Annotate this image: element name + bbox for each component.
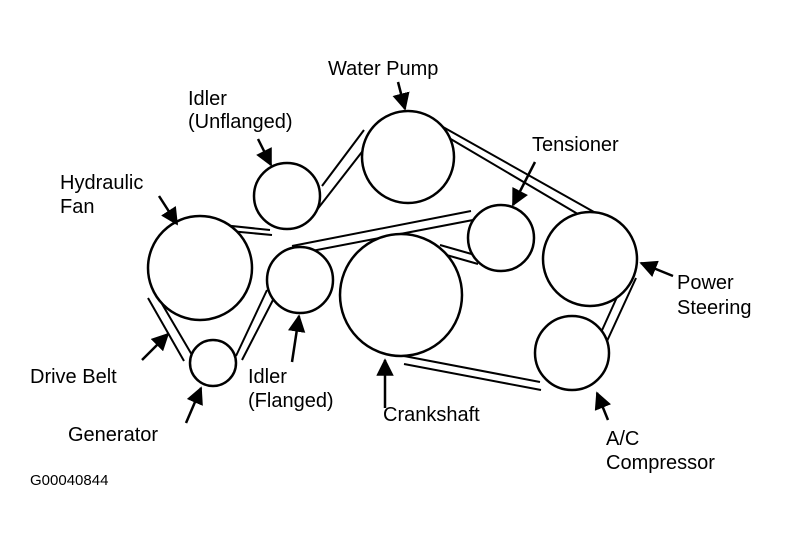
figure-reference-id: G00040844: [30, 472, 109, 489]
arrow-generator: [184, 386, 203, 424]
crankshaft-pulley: [338, 232, 464, 358]
arrow-hydraulic-fan: [157, 195, 179, 226]
idler-flanged-pulley: [265, 245, 335, 315]
power-steering-label-line1: Power: [677, 272, 734, 294]
generator-pulley: [188, 338, 238, 388]
power-steering-label-line2: Steering: [677, 297, 752, 319]
ac-compressor-pulley: [533, 314, 611, 392]
arrow-power-steering: [639, 260, 674, 278]
crankshaft-label: Crankshaft: [383, 404, 480, 426]
water-pump-pulley: [360, 109, 456, 205]
idler-unflanged-pulley: [252, 161, 322, 231]
idler-unflanged-label-line1: Idler: [188, 88, 227, 110]
arrow-water-pump: [392, 81, 410, 111]
hydraulic-fan-label-line2: Fan: [60, 196, 95, 218]
tensioner-pulley: [466, 203, 536, 273]
drive-belt: [147, 126, 637, 391]
power-steering-pulley: [541, 210, 639, 308]
ac-compressor-label-line2: Compressor: [606, 452, 715, 474]
water-pump-label: Water Pump: [328, 58, 439, 80]
ac-compressor-label-line1: A/C: [606, 428, 640, 450]
arrow-ac-compressor: [594, 391, 612, 421]
idler-flanged-label-line2: (Flanged): [248, 390, 334, 412]
generator-label: Generator: [68, 424, 159, 446]
drive-belt-label: Drive Belt: [30, 366, 117, 388]
arrow-tensioner: [511, 161, 537, 207]
arrow-drive-belt: [141, 332, 170, 361]
leader-arrows: [141, 81, 674, 424]
tensioner-label: Tensioner: [532, 134, 619, 156]
hydraulic-fan-pulley: [146, 214, 254, 322]
idler-flanged-label-line1: Idler: [248, 366, 287, 388]
arrow-idler-unflanged: [256, 138, 273, 167]
arrow-idler-flanged: [287, 314, 306, 363]
idler-unflanged-label-line2: (Unflanged): [188, 111, 293, 133]
hydraulic-fan-label-line1: Hydraulic: [60, 172, 144, 194]
